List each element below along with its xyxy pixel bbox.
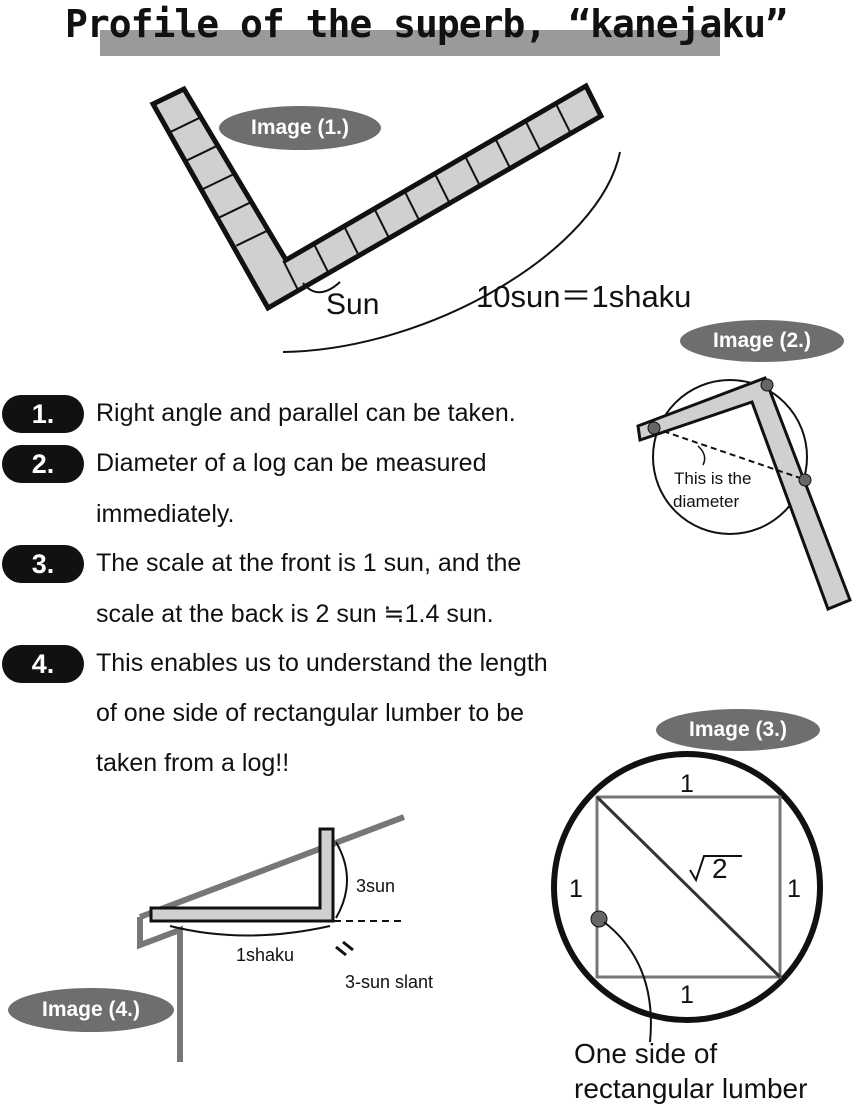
scale-tick: [494, 137, 512, 169]
item-4-line-3: taken from a log!!: [96, 749, 290, 777]
diameter-label-2: diameter: [673, 492, 740, 511]
image4-pill: Image (4.): [8, 988, 174, 1032]
scale-tick: [235, 229, 268, 247]
scale-tick: [282, 260, 300, 291]
image4-diagram: [137, 814, 406, 1062]
scale-tick: [373, 207, 390, 239]
image1-pill: Image (1.): [219, 106, 381, 150]
image2-diagram: [636, 376, 852, 611]
scale-tick: [219, 201, 252, 219]
item-2-badge: 2.: [2, 445, 84, 483]
one-shaku-label: 1shaku: [236, 945, 295, 965]
title-band: [100, 30, 720, 56]
item-3-badge: 3.: [2, 545, 84, 583]
item-3-line-1: The scale at the front is 1 sun, and the: [96, 549, 522, 577]
item-1-badge: 1.: [2, 395, 84, 433]
sun-label: Sun: [326, 288, 380, 321]
slant-label: 3-sun slant: [345, 972, 434, 992]
image2-pill: Image (2.): [680, 320, 844, 362]
item-2-line-2: immediately.: [96, 500, 235, 528]
image1-square: [149, 82, 605, 312]
scale-tick: [342, 225, 360, 257]
diagonal-label: 2: [712, 853, 728, 884]
item-4-line-2: of one side of rectangular lumber to be: [96, 699, 525, 727]
scale-tick: [464, 155, 481, 187]
shaku-arc: [282, 151, 621, 353]
image3-pill: Image (3.): [656, 709, 820, 751]
three-sun-label: 3sun: [356, 876, 396, 896]
side-left-label: 1: [569, 875, 583, 903]
sun-arc: [302, 281, 341, 294]
shaku-label: 10sun＝1shaku: [476, 279, 692, 314]
item-3-line-2: scale at the back is 2 sun ≒1.4 sun.: [96, 600, 494, 628]
side-top-label: 1: [680, 770, 694, 798]
scale-tick: [554, 103, 572, 134]
page-title: Profile of the superb, “kanejaku”: [65, 2, 788, 46]
image3-diagram: [551, 751, 823, 1043]
scale-tick: [169, 116, 202, 134]
item-1-line-1: Right angle and parallel can be taken.: [96, 399, 516, 427]
item-4-line-1: This enables us to understand the length: [96, 649, 548, 677]
item-2-line-1: Diameter of a log can be measured: [96, 449, 487, 477]
scale-tick: [185, 144, 218, 162]
scale-tick: [524, 120, 542, 152]
scale-tick: [312, 242, 330, 274]
lumber-caption-1: One side of: [574, 1038, 718, 1069]
scale-tick: [202, 173, 235, 190]
side-right-label: 1: [787, 875, 801, 903]
lumber-caption-2: rectangular lumber: [574, 1073, 808, 1104]
item-4-badge: 4.: [2, 645, 84, 683]
scale-tick: [433, 172, 451, 204]
scale-tick: [403, 190, 421, 222]
side-bottom-label: 1: [680, 981, 694, 1009]
diameter-label-1: This is the: [674, 469, 752, 488]
